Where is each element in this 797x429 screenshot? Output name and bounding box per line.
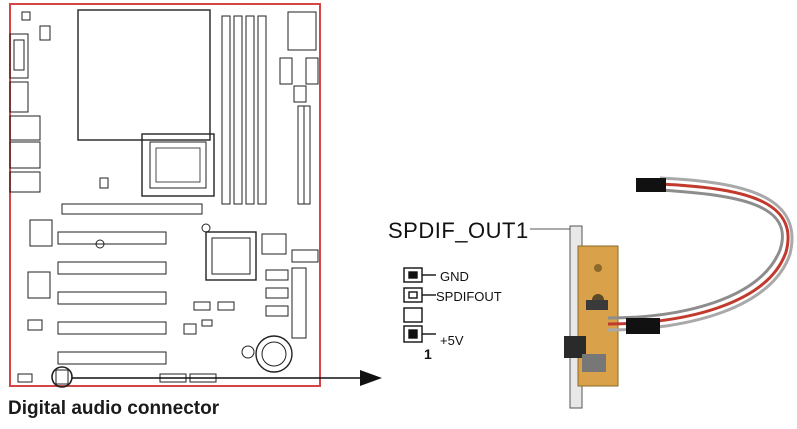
dimm-slot-1	[221, 15, 231, 205]
pin-label-5v: +5V	[440, 333, 464, 348]
header-title: SPDIF_OUT1	[388, 218, 529, 243]
pin-label-gnd: GND	[440, 269, 469, 284]
expansion-slot-2	[57, 231, 167, 245]
pin-one-marker: 1	[424, 346, 432, 362]
expansion-slot-5	[57, 321, 167, 335]
spdif-header-highlight	[51, 366, 73, 388]
atx-power	[287, 11, 317, 51]
dimm-slot-2	[233, 15, 243, 205]
spdif-header-onboard	[55, 369, 69, 385]
expansion-slot-3	[57, 261, 167, 275]
motherboard-outline	[9, 3, 321, 387]
io-ps2	[9, 33, 29, 79]
cpu-cooler-area	[77, 9, 211, 141]
io-port	[9, 81, 29, 113]
cmos-battery	[255, 335, 293, 373]
spdif-bracket	[564, 225, 619, 409]
cpu-socket	[141, 133, 215, 197]
expansion-slot-1	[61, 203, 203, 215]
dimm-slot-3	[245, 15, 255, 205]
io-usb-lan	[9, 115, 41, 141]
cable-connector-board	[626, 318, 660, 334]
expansion-slot-4	[57, 291, 167, 305]
optical-port	[564, 336, 586, 358]
chipset	[205, 231, 257, 281]
cable-connector-header	[636, 178, 666, 192]
spdif-cable	[607, 176, 794, 332]
motherboard	[9, 3, 321, 388]
spdif-header-diagram	[403, 267, 436, 343]
io-audio	[9, 171, 41, 193]
diagram-caption: Digital audio connector	[8, 398, 220, 419]
expansion-slot-6	[57, 351, 167, 365]
pin-label-spdifout: SPDIFOUT	[436, 289, 502, 304]
pointer-arrow-head	[360, 370, 382, 386]
dimm-slot-4	[257, 15, 267, 205]
